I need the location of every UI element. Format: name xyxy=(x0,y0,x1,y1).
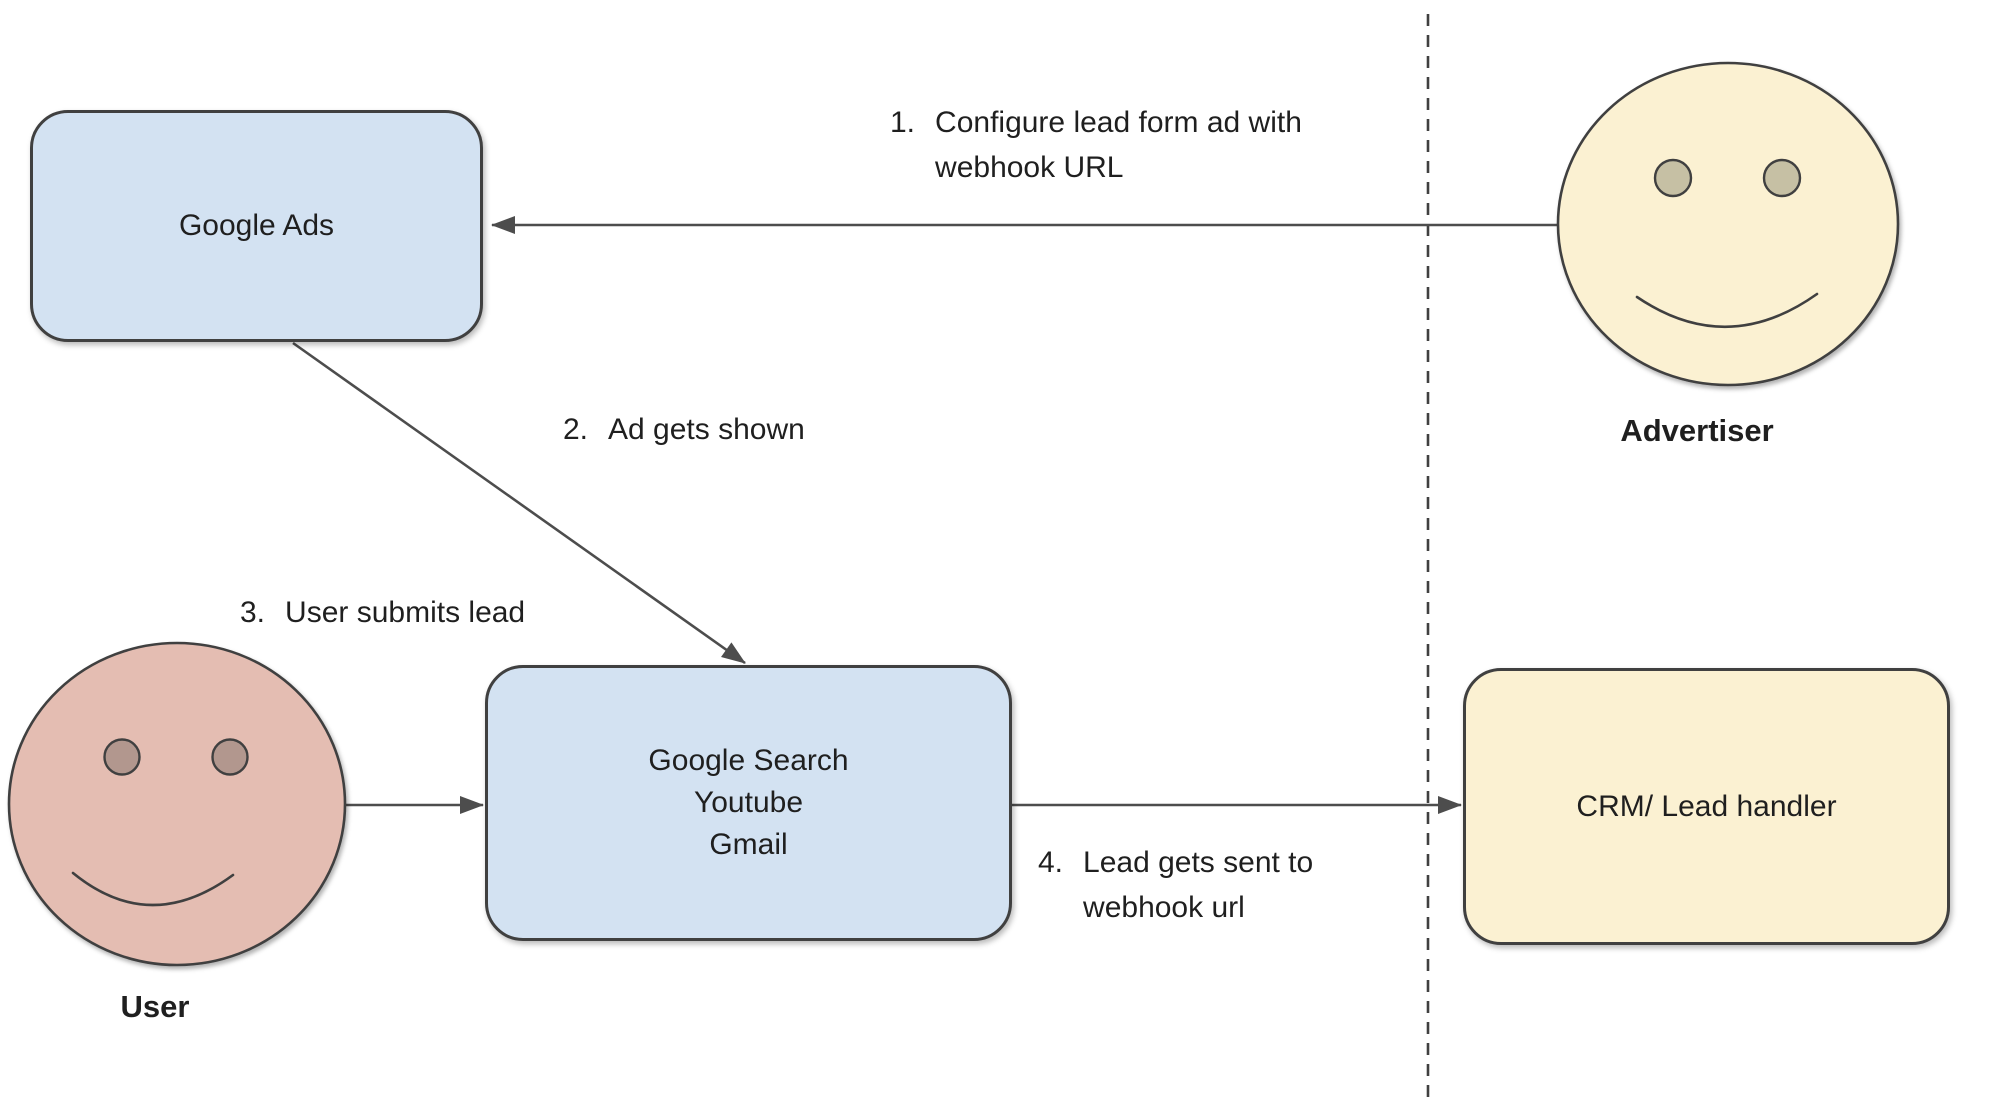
user-eye-right-icon xyxy=(211,738,249,776)
user-label: User xyxy=(120,989,190,1024)
advertiser-eye-left-icon xyxy=(1653,158,1693,198)
edge-ad-gets-shown-arrow xyxy=(292,341,746,665)
crm-lead-handler-node: CRM/ Lead handler xyxy=(1463,668,1950,945)
step4-text-line1: Lead gets sent to xyxy=(1083,846,1314,879)
step4-label: 4. Lead gets sent to webhook url xyxy=(1038,840,1313,930)
step1-number: 1. xyxy=(890,106,916,139)
step1-label: 1. Configure lead form ad with webhook U… xyxy=(890,100,1302,190)
advertiser-label: Advertiser xyxy=(1620,413,1774,448)
step2-label: 2. Ad gets shown xyxy=(563,407,805,452)
surfaces-line-gmail: Gmail xyxy=(709,828,788,861)
google-ads-node: Google Ads xyxy=(30,110,483,342)
step4-number: 4. xyxy=(1038,846,1064,879)
advertiser-smile-icon xyxy=(1635,292,1819,329)
user-eye-left-icon xyxy=(103,738,141,776)
step2-number: 2. xyxy=(563,413,589,446)
step2-text: Ad gets shown xyxy=(608,413,805,446)
step1-text-line1: Configure lead form ad with xyxy=(935,106,1302,139)
step4-text-line2: webhook url xyxy=(1083,891,1245,924)
step1-text: Configure lead form ad with webhook URL xyxy=(935,100,1302,190)
google-surfaces-node: Google Search Youtube Gmail xyxy=(485,665,1012,941)
crm-node-label: CRM/ Lead handler xyxy=(1576,789,1837,823)
user-face-icon xyxy=(7,641,347,967)
surfaces-line-youtube: Youtube xyxy=(693,786,803,819)
user-smile-icon xyxy=(71,871,235,907)
step3-text: User submits lead xyxy=(285,596,526,629)
google-surfaces-node-label: Google Search Youtube Gmail xyxy=(648,740,848,866)
step3-label: 3. User submits lead xyxy=(240,590,525,635)
step1-text-line2: webhook URL xyxy=(935,151,1124,184)
advertiser-eye-right-icon xyxy=(1762,158,1802,198)
advertiser-face-icon xyxy=(1556,61,1900,387)
google-ads-node-label: Google Ads xyxy=(178,209,335,242)
surfaces-line-google-search: Google Search xyxy=(648,744,849,777)
step3-number: 3. xyxy=(240,596,266,629)
step4-text: Lead gets sent to webhook url xyxy=(1083,840,1313,930)
